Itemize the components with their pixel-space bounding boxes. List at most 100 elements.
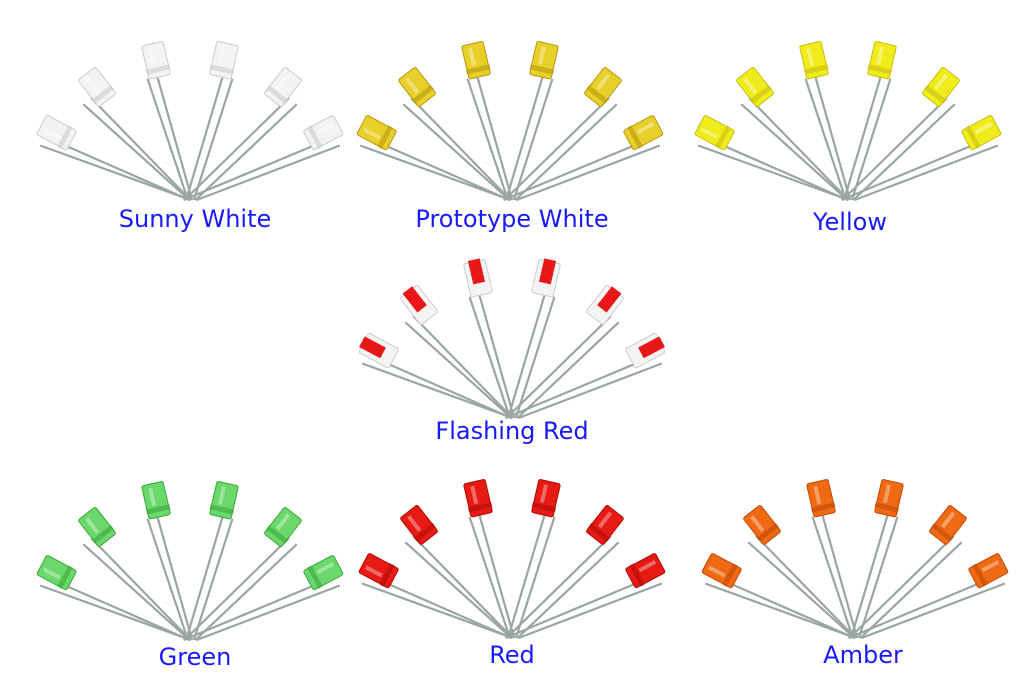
- led-lead: [196, 584, 341, 642]
- label-prototype-white: Prototype White: [415, 205, 609, 233]
- led-lead: [183, 97, 290, 201]
- led-highlight: [42, 567, 61, 580]
- led-lead: [861, 582, 1006, 640]
- led-lead: [412, 315, 514, 419]
- led-body: [141, 41, 171, 80]
- led-highlight: [217, 46, 226, 65]
- led: [505, 333, 666, 420]
- led-lead: [39, 144, 191, 202]
- led-red-lens: [359, 336, 386, 359]
- led: [400, 505, 514, 639]
- led-lead: [146, 518, 189, 641]
- led: [183, 67, 302, 201]
- led-flange: [379, 563, 395, 587]
- led-body: [736, 67, 774, 107]
- led: [503, 115, 664, 202]
- led-body: [36, 555, 77, 591]
- led: [848, 553, 1009, 640]
- led-lead: [366, 573, 512, 640]
- led-flange: [867, 64, 893, 75]
- led-highlight: [537, 46, 546, 65]
- led: [358, 333, 513, 420]
- led-flange: [377, 125, 393, 149]
- led-lead: [402, 103, 511, 201]
- led-highlight: [597, 511, 613, 529]
- led-flange: [57, 125, 73, 149]
- led-body: [356, 115, 397, 151]
- led-highlight: [275, 513, 291, 531]
- led-flange: [145, 64, 171, 75]
- led-lead: [183, 135, 336, 202]
- led-group-sunny-white: [36, 41, 344, 202]
- led-flange: [266, 525, 289, 544]
- led-highlight: [638, 560, 657, 573]
- led: [505, 41, 559, 201]
- led-lead: [359, 144, 511, 202]
- led: [799, 41, 852, 201]
- led-highlight: [981, 560, 1000, 573]
- led-flange: [467, 502, 493, 513]
- led-body: [264, 67, 302, 107]
- led-lead: [192, 78, 234, 201]
- led-lead: [859, 541, 963, 639]
- led-body: [929, 505, 967, 545]
- led-body: [400, 505, 438, 545]
- led-lead: [505, 535, 612, 639]
- led-highlight: [316, 122, 335, 135]
- led-lead: [468, 516, 511, 639]
- led-lead: [478, 294, 516, 419]
- led-lead: [194, 103, 298, 201]
- led-group-amber: [701, 479, 1009, 640]
- led-lead: [82, 543, 191, 641]
- led-lead: [505, 76, 544, 201]
- led-lead: [404, 321, 513, 419]
- led-lead: [503, 135, 656, 202]
- led-lead: [516, 144, 661, 202]
- led-lead: [505, 353, 658, 420]
- led-flange: [965, 125, 981, 149]
- led: [183, 555, 344, 642]
- led-highlight: [316, 562, 335, 575]
- led-body: [584, 67, 622, 107]
- led-flange: [57, 565, 73, 589]
- led-highlight: [595, 73, 611, 91]
- led: [701, 553, 856, 640]
- led-lead: [848, 535, 955, 639]
- led-lead: [503, 97, 610, 201]
- led-group-green: [36, 481, 344, 642]
- led-highlight: [148, 47, 157, 67]
- led-lead: [841, 135, 994, 202]
- led-lead: [514, 296, 556, 419]
- led: [356, 115, 511, 202]
- led-flange: [465, 64, 491, 75]
- led-lead: [516, 321, 620, 419]
- led: [141, 481, 194, 641]
- led-body: [461, 41, 491, 80]
- led-lead: [478, 514, 516, 639]
- led: [461, 41, 514, 201]
- led-flange: [722, 563, 738, 587]
- led-flange: [411, 85, 434, 104]
- led-lead: [44, 135, 190, 202]
- led: [185, 481, 239, 641]
- led-flange: [715, 125, 731, 149]
- led-lead: [90, 97, 192, 201]
- led-body: [78, 507, 116, 547]
- led-red-lens: [597, 286, 622, 313]
- led-highlight: [813, 485, 822, 505]
- led-body: [358, 553, 399, 589]
- led-flange: [529, 64, 555, 75]
- led-highlight: [974, 122, 993, 135]
- led-highlight: [407, 515, 422, 532]
- led-lead: [850, 514, 889, 639]
- led-lead: [361, 362, 513, 420]
- led-highlight: [217, 486, 226, 505]
- led-body: [303, 115, 344, 151]
- led-lead: [709, 573, 855, 640]
- led-flange: [588, 523, 611, 542]
- label-yellow: Yellow: [813, 208, 887, 236]
- led-flange: [931, 523, 954, 542]
- led: [36, 555, 191, 642]
- led: [507, 258, 561, 419]
